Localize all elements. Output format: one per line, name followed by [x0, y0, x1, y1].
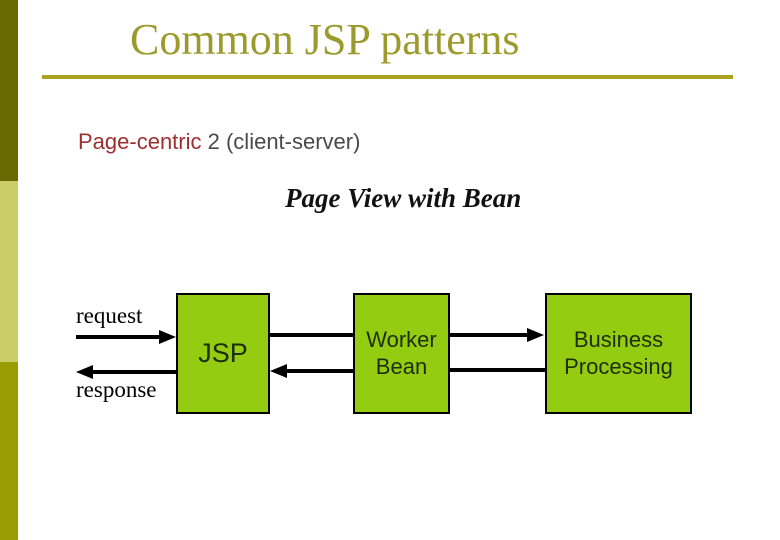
box-business-processing: Business Processing — [545, 293, 692, 414]
request-arrowhead-icon — [159, 330, 176, 344]
page-title: Common JSP patterns — [130, 15, 520, 64]
worker-to-jsp-arrowhead-icon — [270, 364, 287, 378]
sidebar-segment-top — [0, 0, 18, 181]
response-label: response — [76, 377, 157, 402]
box-business-processing-label: Business Processing — [564, 326, 673, 379]
box-worker-bean: Worker Bean — [353, 293, 450, 414]
title-underline — [42, 75, 733, 79]
response-arrowhead-icon — [76, 365, 93, 379]
box-worker-bean-label: Worker Bean — [366, 326, 437, 379]
sidebar-segment-middle — [0, 181, 18, 362]
request-arrow-line — [76, 335, 161, 339]
box-jsp: JSP — [176, 293, 270, 414]
worker-to-business-arrow-line — [450, 333, 528, 337]
response-arrow-line — [92, 370, 176, 374]
box-jsp-label: JSP — [198, 338, 248, 369]
subtitle-rest: 2 (client-server) — [201, 129, 361, 154]
diagram-title: Page View with Bean — [285, 183, 522, 213]
connector-business-to-worker-line — [450, 368, 545, 372]
sidebar-segment-bottom — [0, 362, 18, 540]
worker-to-jsp-arrow-line — [286, 369, 353, 373]
subtitle-highlight: Page-centric — [78, 129, 202, 154]
request-label: request — [76, 303, 143, 328]
sidebar-accent-bar — [0, 0, 18, 540]
worker-to-business-arrowhead-icon — [527, 328, 544, 342]
connector-jsp-to-worker-line — [268, 333, 353, 337]
subtitle: Page-centric 2 (client-server) — [78, 129, 360, 155]
